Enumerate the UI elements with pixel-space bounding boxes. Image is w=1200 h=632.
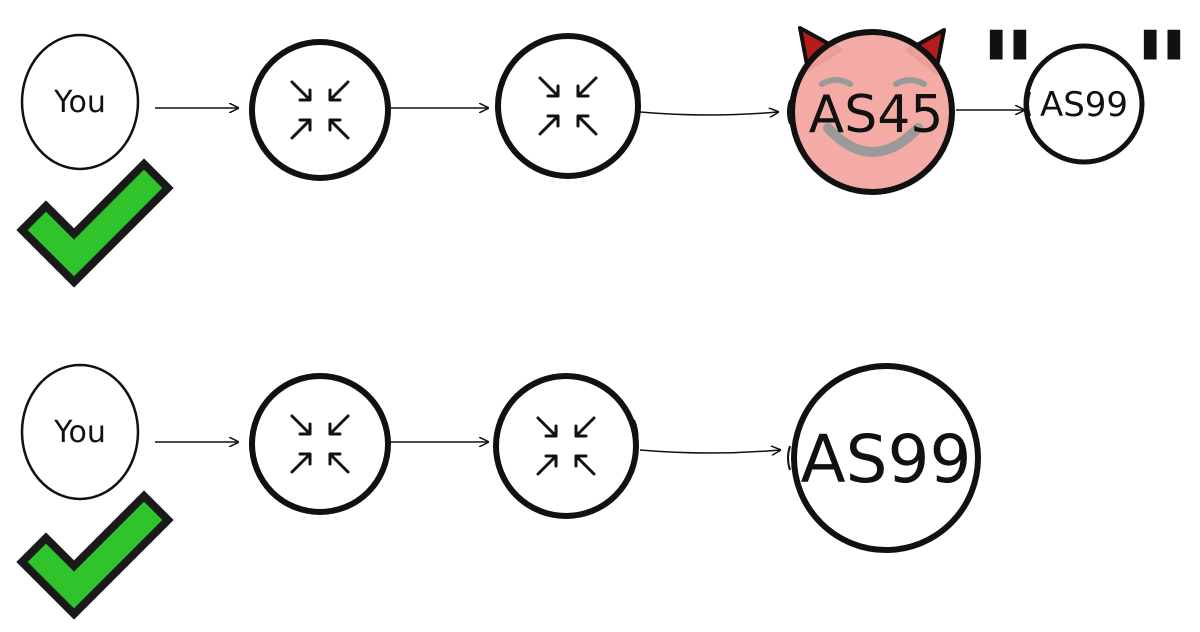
you-node: You xyxy=(20,33,140,171)
link-arrow xyxy=(639,112,778,115)
path-row-2: You AS99 xyxy=(20,363,981,614)
malicious-as-label: AS45 xyxy=(809,85,944,145)
path-row-1: You xyxy=(22,8,1191,282)
you-node-label: You xyxy=(53,85,106,120)
router-arrows-icon xyxy=(536,416,596,476)
router-arrows-icon xyxy=(290,414,350,474)
checkmark-icon xyxy=(22,164,168,282)
you-node-label: You xyxy=(53,415,106,450)
router-arrows-icon xyxy=(538,76,598,136)
router-arrows-icon xyxy=(290,80,350,140)
quote-open-mark: " xyxy=(979,8,1036,136)
router-node xyxy=(493,373,639,519)
you-node: You xyxy=(20,363,140,501)
destination-as-label: AS99 xyxy=(800,421,971,498)
quote-close-mark: " xyxy=(1133,8,1190,136)
spoofed-as-node: AS99 xyxy=(1023,43,1145,165)
destination-as-node: AS99 xyxy=(787,363,981,553)
spoofed-as-label: AS99 xyxy=(1040,85,1128,125)
router-node xyxy=(249,39,391,181)
link-arrow xyxy=(639,450,780,453)
checkmark-icon xyxy=(22,496,168,614)
router-node xyxy=(495,33,641,179)
malicious-as-node: AS45 xyxy=(787,26,955,195)
router-node xyxy=(249,373,391,515)
